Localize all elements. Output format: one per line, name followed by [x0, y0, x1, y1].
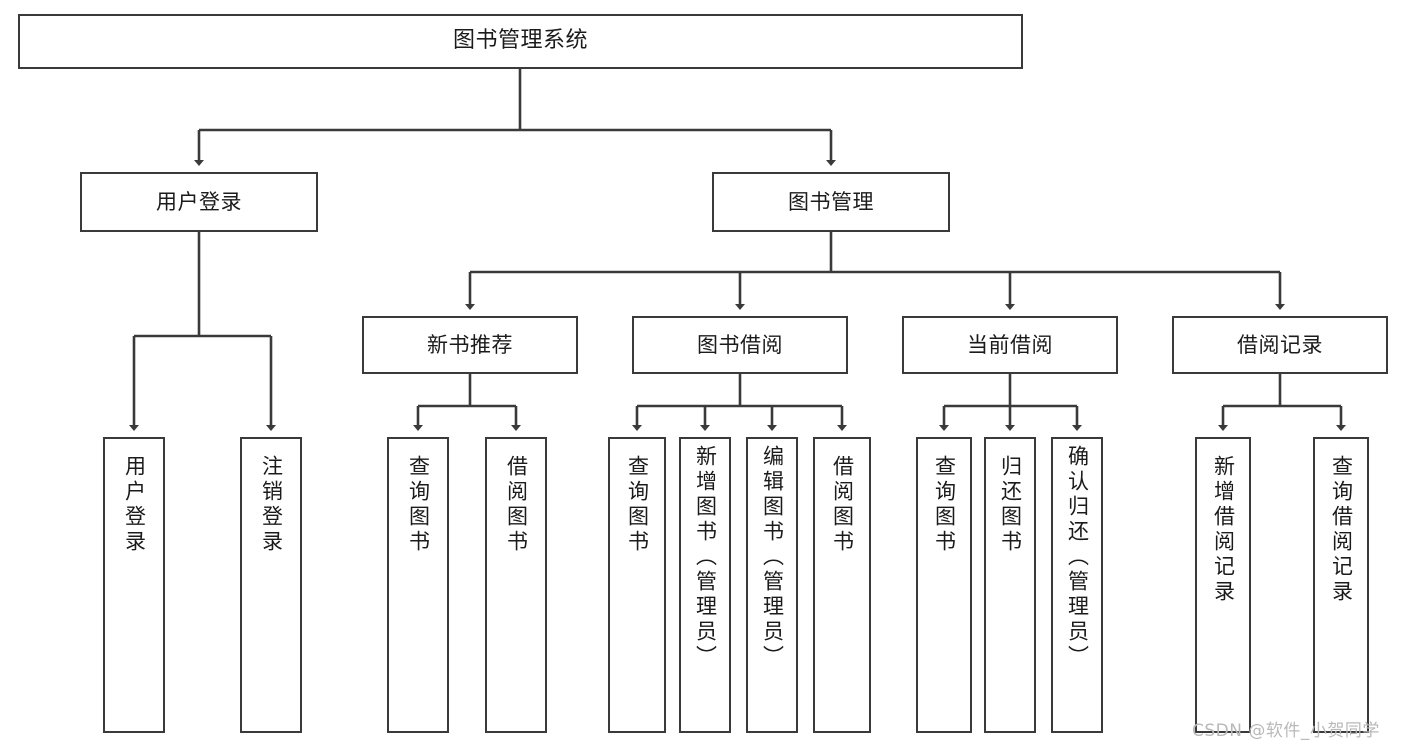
node-leaf-query-borrow-record[interactable]: 查询借阅记录 — [1313, 437, 1369, 733]
node-leaf-return-book-label: 归还图书 — [998, 455, 1023, 555]
node-leaf-edit-book-admin-label: 编辑图书（管理员） — [760, 445, 785, 670]
node-borrow-record[interactable]: 借阅记录 — [1172, 316, 1388, 374]
node-leaf-user-login[interactable]: 用户登录 — [103, 437, 165, 733]
node-current-borrow-label: 当前借阅 — [967, 332, 1053, 357]
node-root[interactable]: 图书管理系统 — [18, 14, 1023, 69]
node-leaf-confirm-return-admin[interactable]: 确认归还（管理员） — [1051, 437, 1103, 733]
node-user-login-label: 用户登录 — [156, 189, 242, 214]
node-book-borrow[interactable]: 图书借阅 — [632, 316, 848, 374]
node-book-manage[interactable]: 图书管理 — [712, 172, 950, 232]
node-leaf-query-book-2-label: 查询图书 — [625, 455, 650, 555]
node-leaf-query-book-2[interactable]: 查询图书 — [608, 437, 666, 733]
node-leaf-edit-book-admin[interactable]: 编辑图书（管理员） — [746, 437, 798, 733]
node-new-book-recommend[interactable]: 新书推荐 — [362, 316, 578, 374]
csdn-watermark: CSDN @软件_小贺同学 — [1192, 721, 1380, 741]
node-leaf-query-book-1-label: 查询图书 — [406, 455, 431, 555]
node-leaf-confirm-return-admin-label: 确认归还（管理员） — [1065, 445, 1090, 670]
node-leaf-query-book-3-label: 查询图书 — [932, 455, 957, 555]
node-new-book-recommend-label: 新书推荐 — [427, 332, 513, 357]
node-user-login[interactable]: 用户登录 — [80, 172, 318, 232]
node-leaf-query-book-1[interactable]: 查询图书 — [387, 437, 449, 733]
node-leaf-add-book-admin[interactable]: 新增图书（管理员） — [679, 437, 731, 733]
node-leaf-borrow-book-1[interactable]: 借阅图书 — [485, 437, 547, 733]
node-leaf-borrow-book-2-label: 借阅图书 — [830, 455, 855, 555]
node-leaf-query-book-3[interactable]: 查询图书 — [916, 437, 972, 733]
node-leaf-user-logout[interactable]: 注销登录 — [240, 437, 302, 733]
node-leaf-add-borrow-record[interactable]: 新增借阅记录 — [1195, 437, 1251, 733]
node-leaf-user-logout-label: 注销登录 — [259, 455, 284, 555]
node-current-borrow[interactable]: 当前借阅 — [902, 316, 1118, 374]
node-leaf-borrow-book-1-label: 借阅图书 — [504, 455, 529, 555]
node-leaf-query-borrow-record-label: 查询借阅记录 — [1329, 455, 1354, 605]
node-leaf-return-book[interactable]: 归还图书 — [984, 437, 1036, 733]
node-book-manage-label: 图书管理 — [788, 189, 874, 214]
node-leaf-borrow-book-2[interactable]: 借阅图书 — [813, 437, 871, 733]
node-leaf-add-borrow-record-label: 新增借阅记录 — [1211, 455, 1236, 605]
node-borrow-record-label: 借阅记录 — [1237, 332, 1323, 357]
node-leaf-user-login-label: 用户登录 — [122, 455, 147, 555]
node-root-label: 图书管理系统 — [452, 28, 588, 54]
node-book-borrow-label: 图书借阅 — [697, 332, 783, 357]
node-leaf-add-book-admin-label: 新增图书（管理员） — [693, 445, 718, 670]
